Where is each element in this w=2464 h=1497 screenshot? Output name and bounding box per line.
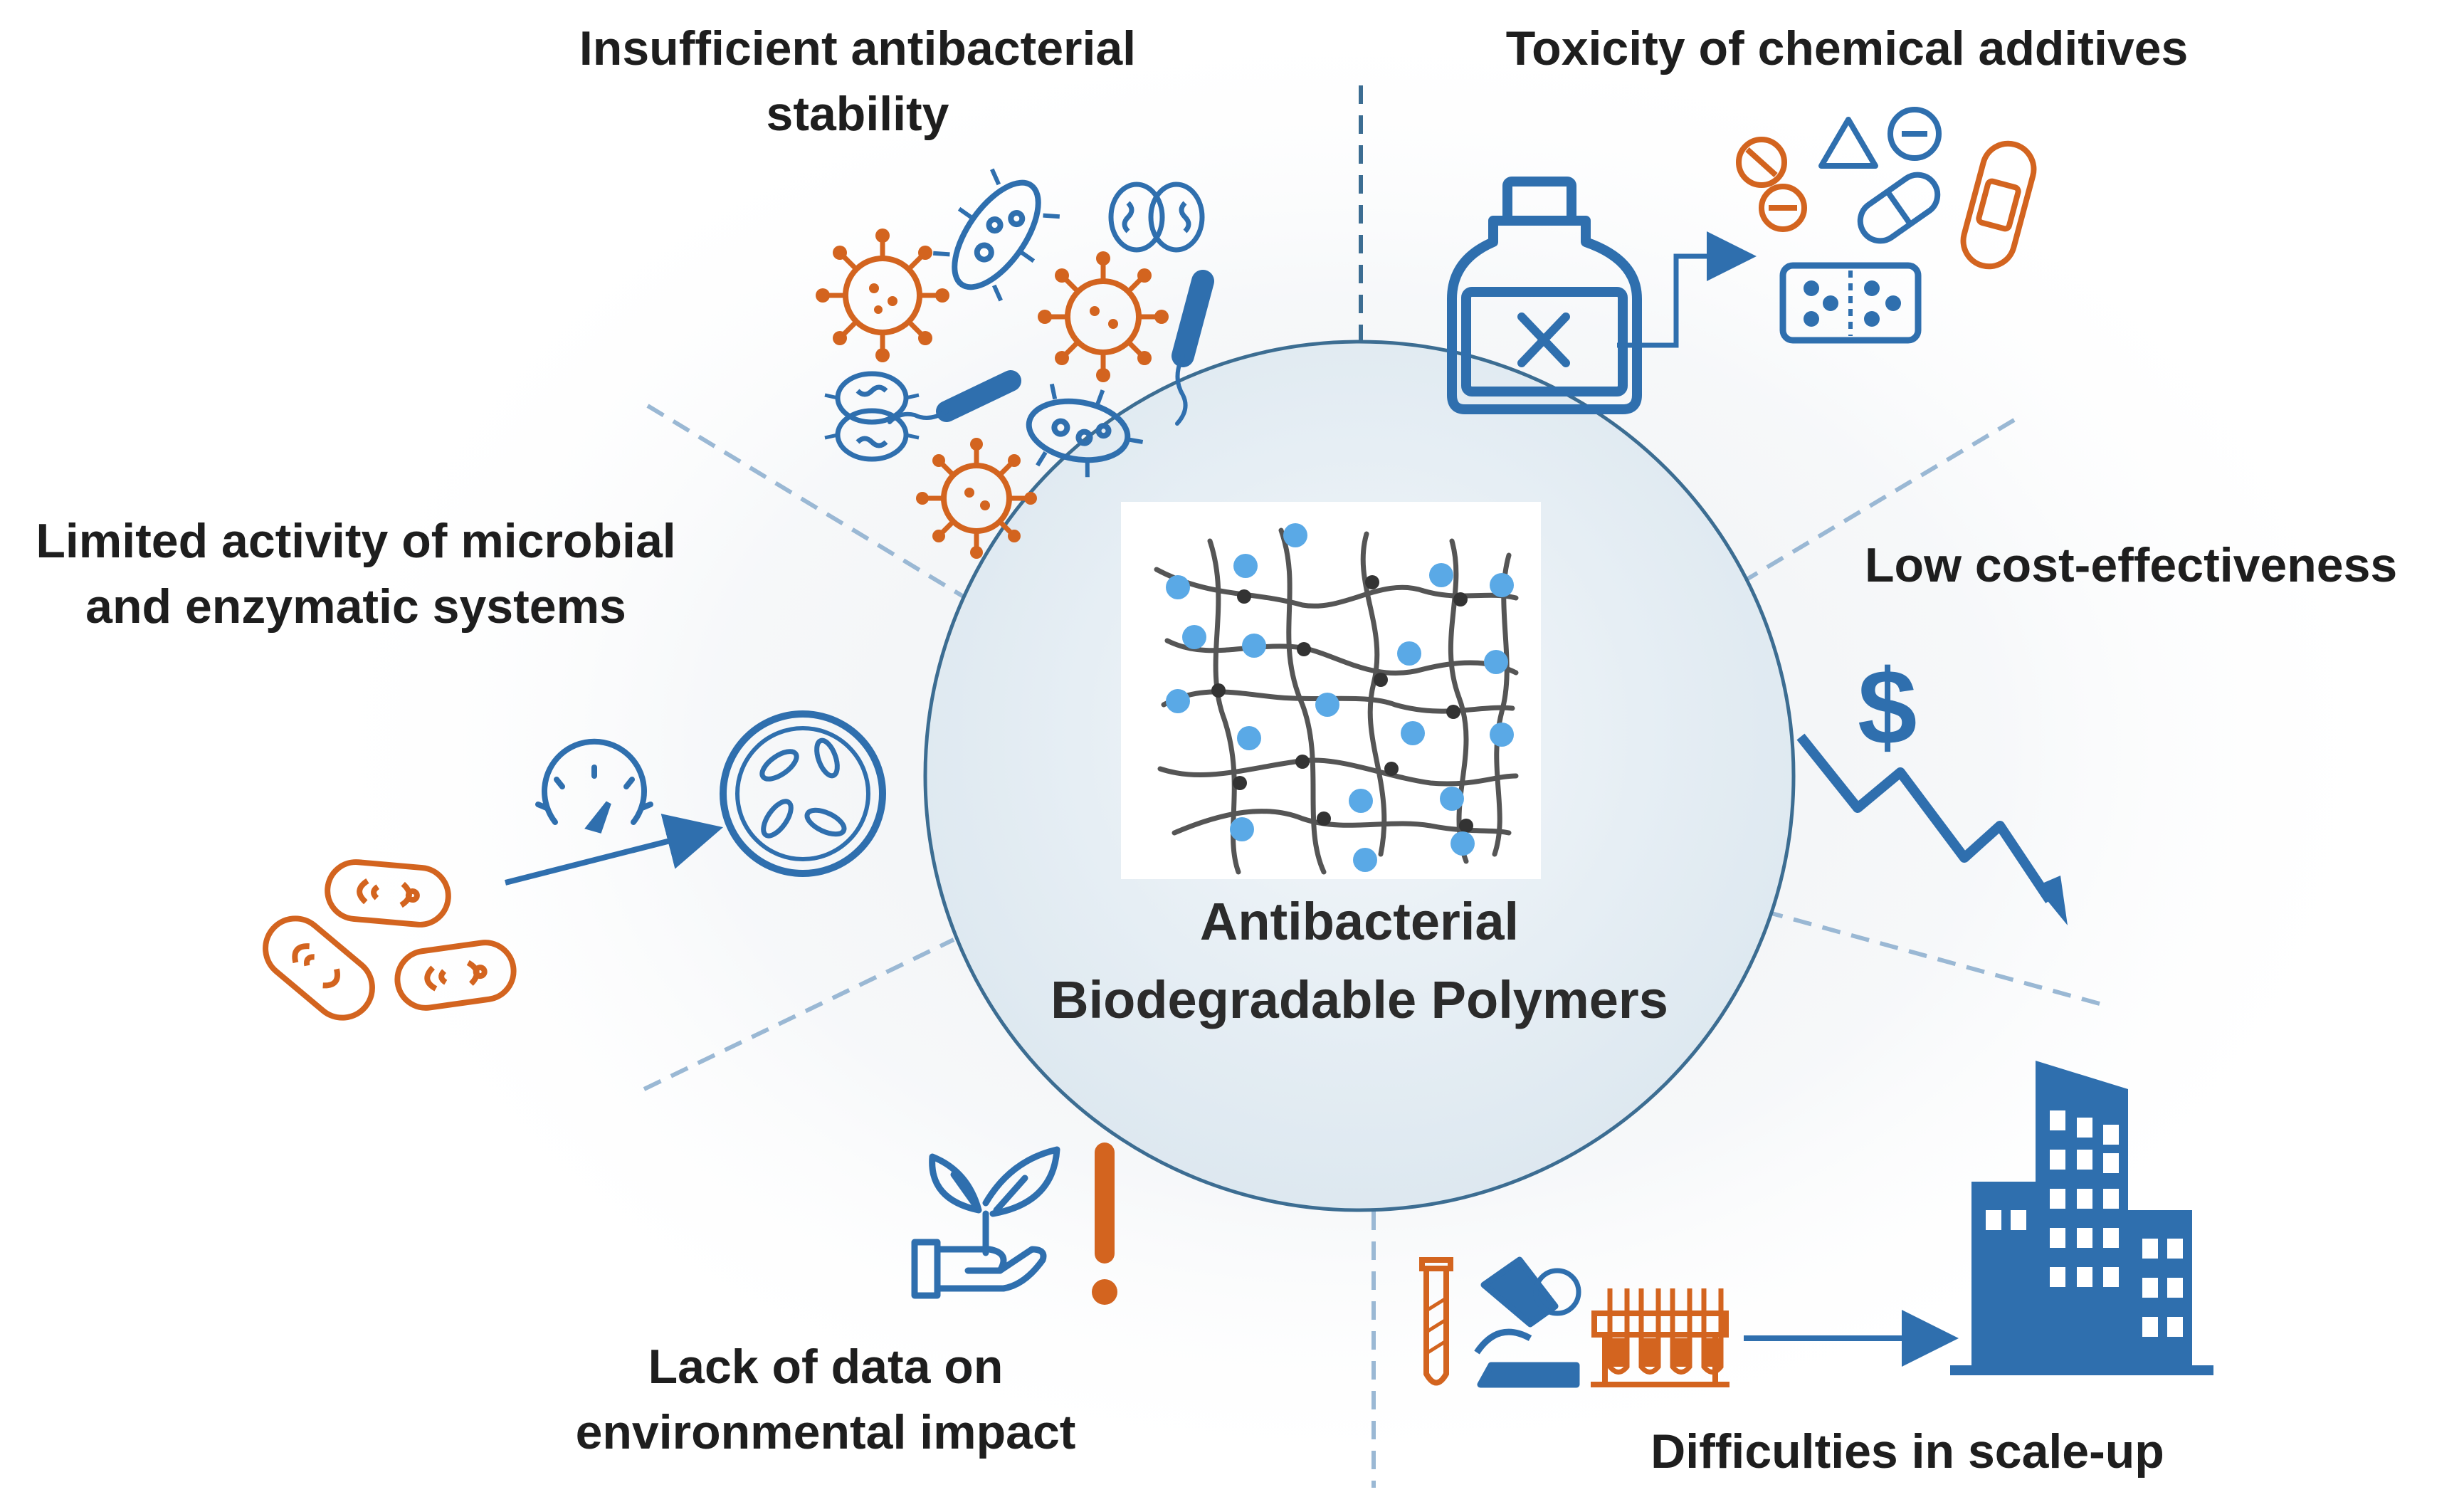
capsule-icon [1857,172,1941,244]
virus-icon-3 [916,438,1037,559]
warning-exclamation-icon [1092,1143,1117,1305]
tube-rack-icon [1591,1288,1729,1387]
challenge-toxicity: Toxicity of chemical additives [1452,16,2242,81]
speedometer-icon [535,738,653,834]
bacterium-dividing-icon-2 [824,371,920,462]
cost-decline-arrow [1796,733,2054,903]
center-label: Antibacterial Biodegradable Polymers [982,883,1737,1039]
bacterium-dividing-icon-1 [1108,182,1205,253]
bacterium-oval-icon-1 [932,168,1060,302]
poison-bottle-icon [1447,177,1642,414]
bandage-icon [1960,140,2037,270]
virus-icon-1 [816,229,949,362]
challenge-antibacterial-stability-line1: Insufficient antibacterial [579,21,1137,75]
rod-bacterium-icon-1 [1172,270,1214,426]
pill-round-icon-2 [1759,184,1807,232]
pill-triangle-icon [1818,117,1878,169]
rod-microbe-icon-3 [394,940,517,1011]
challenge-scale-up: Difficulties in scale-up [1580,1419,2235,1484]
pill-round-icon-1 [1736,137,1787,188]
challenge-environmental-data: Lack of data on environmental impact [512,1334,1139,1465]
challenge-cost-effectiveness: Low cost-effectiveness [1865,532,2463,598]
test-tube-icon [1419,1257,1453,1386]
challenge-antibacterial-stability: Insufficient antibacterial stability [491,16,1224,147]
polymer-network-icon [1121,502,1541,879]
separator-lines [643,85,2100,1488]
bacterium-oval-icon-2 [1026,383,1144,478]
separator-lower-left [643,937,955,1091]
separator-upper-left [646,404,991,614]
challenge-microbial-activity: Limited activity of microbial and enzyma… [0,508,712,639]
rod-microbe-icon-2 [263,915,375,1021]
center-label-line1: Antibacterial [1199,892,1520,951]
blister-pack-icon [1779,262,1922,344]
challenge-environmental-data-line2: environmental impact [575,1405,1076,1459]
cost-decline-arrowhead [2036,876,2068,925]
challenge-cost-effectiveness-line1: Low cost-effectiveness [1865,538,2398,592]
virus-icon-2 [1038,251,1169,382]
factory-building-icon [1950,1061,2213,1375]
plant-hand-icon [911,1146,1060,1299]
challenge-toxicity-line1: Toxicity of chemical additives [1505,21,2189,75]
center-label-line2: Biodegradable Polymers [1051,970,1668,1029]
activity-arrow [505,814,724,886]
challenge-microbial-activity-line2: and enzymatic systems [85,579,626,634]
challenge-microbial-activity-line1: Limited activity of microbial [36,514,676,568]
separator-lower-right [1750,905,2100,1006]
separator-upper-right [1678,418,2016,621]
toxicity-arrow [1617,231,1757,348]
challenge-antibacterial-stability-line2: stability [766,87,949,141]
microscope-icon [1474,1256,1581,1388]
rod-microbe-icon-1 [325,859,451,928]
dollar-icon: $ [1858,647,1917,767]
pill-round-icon-3 [1888,107,1942,161]
challenge-scale-up-line1: Difficulties in scale-up [1650,1424,2164,1478]
challenge-environmental-data-line1: Lack of data on [648,1340,1004,1394]
petri-dish-icon [720,710,886,877]
